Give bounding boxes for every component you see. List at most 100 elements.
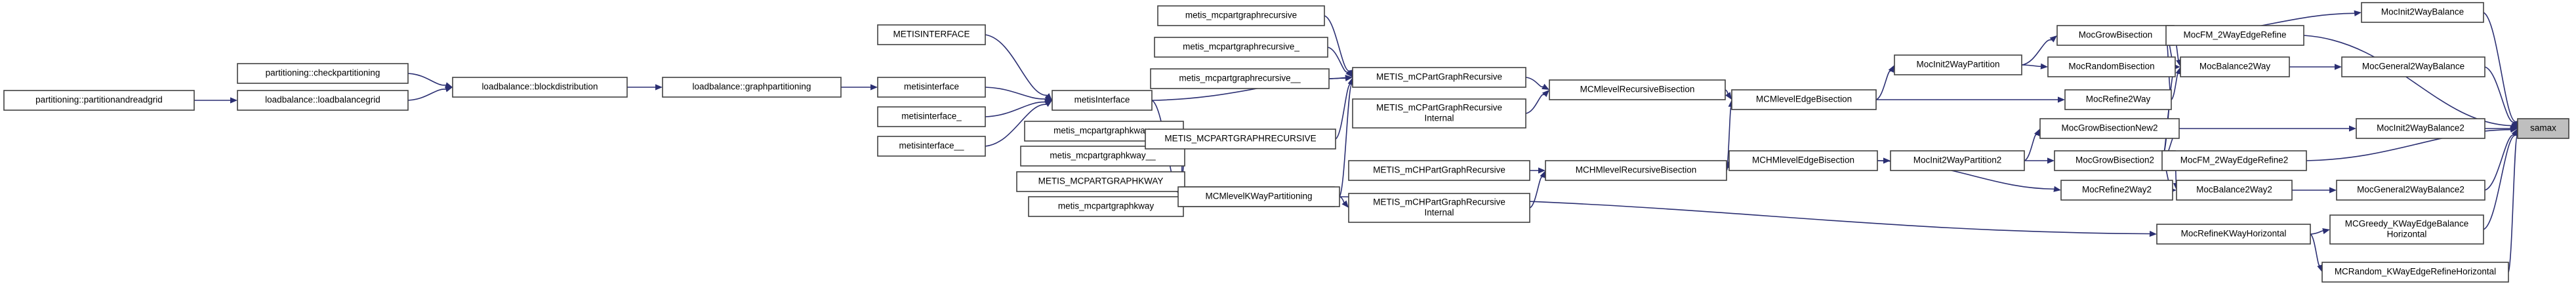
graph-node-metis-mcpartgraphkway[interactable]: METIS_MCPARTGRAPHKWAY — [1016, 171, 1185, 192]
graph-node-metisinterface[interactable]: METISINTERFACE — [877, 24, 986, 45]
graph-node-mocgrowbisection2[interactable]: MocGrowBisection2 — [2054, 150, 2176, 171]
node-box[interactable] — [1352, 67, 1526, 88]
node-box[interactable] — [1894, 54, 2022, 75]
node-box[interactable] — [877, 136, 986, 157]
graph-node-mcmlevelrecursivebisection[interactable]: MCMlevelRecursiveBisection — [1549, 79, 1726, 100]
graph-node-mocbalance2way[interactable]: MocBalance2Way — [2180, 56, 2290, 77]
graph-node-metisinterface[interactable]: metisinterface__ — [877, 136, 986, 157]
graph-node-mcmleveledgebisection[interactable]: MCMlevelEdgeBisection — [1731, 89, 1877, 110]
graph-node-mocrefine2way[interactable]: MocRefine2Way — [2064, 89, 2172, 110]
node-box[interactable] — [2321, 262, 2509, 283]
node-label: MocFM_2WayEdgeRefine — [2183, 30, 2286, 40]
node-box[interactable] — [452, 77, 628, 98]
node-box[interactable] — [2039, 118, 2180, 139]
node-box[interactable] — [1348, 160, 1530, 181]
graph-node-mocgeneral2waybalance2[interactable]: MocGeneral2WayBalance2 — [2336, 180, 2485, 201]
node-box[interactable] — [2329, 214, 2484, 245]
node-box[interactable] — [1549, 79, 1726, 100]
graph-node-samax[interactable]: samax — [2517, 118, 2569, 139]
node-box[interactable] — [1348, 193, 1530, 223]
node-label: METIS_MCPARTGRAPHKWAY — [1038, 176, 1164, 186]
node-box[interactable] — [3, 90, 195, 111]
node-box[interactable] — [2341, 56, 2485, 77]
graph-node-loadbalance-graphpartitioning[interactable]: loadbalance::graphpartitioning — [662, 77, 842, 98]
node-label: MocFM_2WayEdgeRefine2 — [2180, 155, 2289, 165]
node-box[interactable] — [2056, 25, 2175, 46]
graph-node-metis-mcpartgraphrecursive[interactable]: METIS_mCPartGraphRecursive — [1352, 67, 1526, 88]
edge-mocbalance2way-to-mocgeneral2waybalance — [2289, 64, 2342, 70]
graph-node-mocrefine2way2[interactable]: MocRefine2Way2 — [2060, 180, 2173, 201]
graph-node-mocbalance2way2[interactable]: MocBalance2Way2 — [2176, 180, 2293, 201]
graph-node-mocgeneral2waybalance[interactable]: MocGeneral2WayBalance — [2341, 56, 2485, 77]
graph-node-mocgrowbisection[interactable]: MocGrowBisection — [2056, 25, 2175, 46]
graph-node-partitioning-partitionandreadgrid[interactable]: partitioning::partitionandreadgrid — [3, 90, 195, 111]
graph-node-mocfm-2wayedgerefine2[interactable]: MocFM_2WayEdgeRefine2 — [2161, 150, 2307, 171]
node-box[interactable] — [662, 77, 842, 98]
node-box[interactable] — [877, 106, 986, 127]
node-box[interactable] — [2054, 150, 2176, 171]
node-box[interactable] — [877, 77, 986, 98]
node-box[interactable] — [2165, 25, 2304, 46]
graph-node-metis-mcpartgraphrecursive[interactable]: metis_mcpartgraphrecursive_ — [1154, 37, 1328, 58]
node-box[interactable] — [1150, 68, 1330, 89]
node-box[interactable] — [1352, 98, 1526, 129]
graph-node-metis-mcpartgraphrecursive[interactable]: METIS_MCPARTGRAPHRECURSIVE — [1145, 129, 1336, 150]
node-box[interactable] — [1177, 186, 1340, 207]
graph-node-metis-mcpartgraphkway[interactable]: metis_mcpartgraphkway — [1028, 196, 1184, 217]
node-box[interactable] — [2336, 180, 2485, 201]
node-box[interactable] — [2156, 224, 2311, 245]
graph-node-metisinterface[interactable]: metisInterface — [1052, 90, 1153, 111]
node-box[interactable] — [2047, 56, 2176, 77]
graph-node-mocrefinekwayhorizontal[interactable]: MocRefineKWayHorizontal — [2156, 224, 2311, 245]
node-box[interactable] — [1154, 37, 1328, 58]
graph-node-partitioning-checkpartitioning[interactable]: partitioning::checkpartitioning — [237, 63, 409, 84]
graph-node-mocinit2waybalance[interactable]: MocInit2WayBalance — [2361, 2, 2484, 23]
graph-node-metis-mcpartgraphkway[interactable]: metis_mcpartgraphkway__ — [1020, 146, 1185, 167]
node-box[interactable] — [1016, 171, 1185, 192]
node-box[interactable] — [2361, 2, 2484, 23]
graph-node-metis-mcpartgraphrecursive[interactable]: metis_mcpartgraphrecursive__ — [1150, 68, 1330, 89]
graph-node-mocgrowbisectionnew2[interactable]: MocGrowBisectionNew2 — [2039, 118, 2180, 139]
node-box[interactable] — [2356, 118, 2485, 139]
node-box[interactable] — [2176, 180, 2293, 201]
node-box[interactable] — [1728, 150, 1878, 171]
graph-node-mocrandombisection[interactable]: MocRandomBisection — [2047, 56, 2176, 77]
node-label: metis_mcpartgraphrecursive — [1185, 10, 1297, 20]
node-box[interactable] — [1028, 196, 1184, 217]
graph-node-mchmleveledgebisection[interactable]: MCHMlevelEdgeBisection — [1728, 150, 1878, 171]
node-box[interactable] — [877, 24, 986, 45]
node-box[interactable] — [2517, 118, 2569, 139]
node-box[interactable] — [2180, 56, 2290, 77]
node-box[interactable] — [2060, 180, 2173, 201]
node-box[interactable] — [1020, 146, 1185, 167]
node-box[interactable] — [1890, 150, 2025, 171]
node-box[interactable] — [1157, 5, 1325, 26]
graph-node-metisinterface[interactable]: metisinterface_ — [877, 106, 986, 127]
node-label: METIS_mCPartGraphRecursive — [1376, 103, 1502, 113]
node-box[interactable] — [1145, 129, 1336, 150]
graph-node-metis-mchpartgraphrecursive[interactable]: METIS_mCHPartGraphRecursive — [1348, 160, 1530, 181]
graph-node-mcmlevelkwaypartitioning[interactable]: MCMlevelKWayPartitioning — [1177, 186, 1340, 207]
graph-node-mchmlevelrecursivebisection[interactable]: MCHMlevelRecursiveBisection — [1545, 160, 1727, 181]
node-label: metis_mcpartgraphkway — [1058, 201, 1155, 211]
node-box[interactable] — [1731, 89, 1877, 110]
graph-node-mocinit2waybalance2[interactable]: MocInit2WayBalance2 — [2356, 118, 2485, 139]
node-box[interactable] — [2064, 89, 2172, 110]
node-box[interactable] — [237, 63, 409, 84]
node-box[interactable] — [237, 90, 409, 111]
graph-node-mocinit2waypartition2[interactable]: MocInit2WayPartition2 — [1890, 150, 2025, 171]
graph-node-loadbalance-blockdistribution[interactable]: loadbalance::blockdistribution — [452, 77, 628, 98]
graph-node-mocfm-2wayedgerefine[interactable]: MocFM_2WayEdgeRefine — [2165, 25, 2304, 46]
graph-node-mcrandom-kwayedgerefinehorizontal[interactable]: MCRandom_KWayEdgeRefineHorizontal — [2321, 262, 2509, 283]
graph-node-metisinterface[interactable]: metisinterface — [877, 77, 986, 98]
graph-node-loadbalance-loadbalancegrid[interactable]: loadbalance::loadbalancegrid — [237, 90, 409, 111]
node-box[interactable] — [1545, 160, 1727, 181]
graph-node-mocinit2waypartition[interactable]: MocInit2WayPartition — [1894, 54, 2022, 75]
arrowhead-icon — [1345, 70, 1353, 77]
node-box[interactable] — [2161, 150, 2307, 171]
node-box[interactable] — [1052, 90, 1153, 111]
graph-node-metis-mcpartgraphrecursive[interactable]: metis_mcpartgraphrecursive — [1157, 5, 1325, 26]
